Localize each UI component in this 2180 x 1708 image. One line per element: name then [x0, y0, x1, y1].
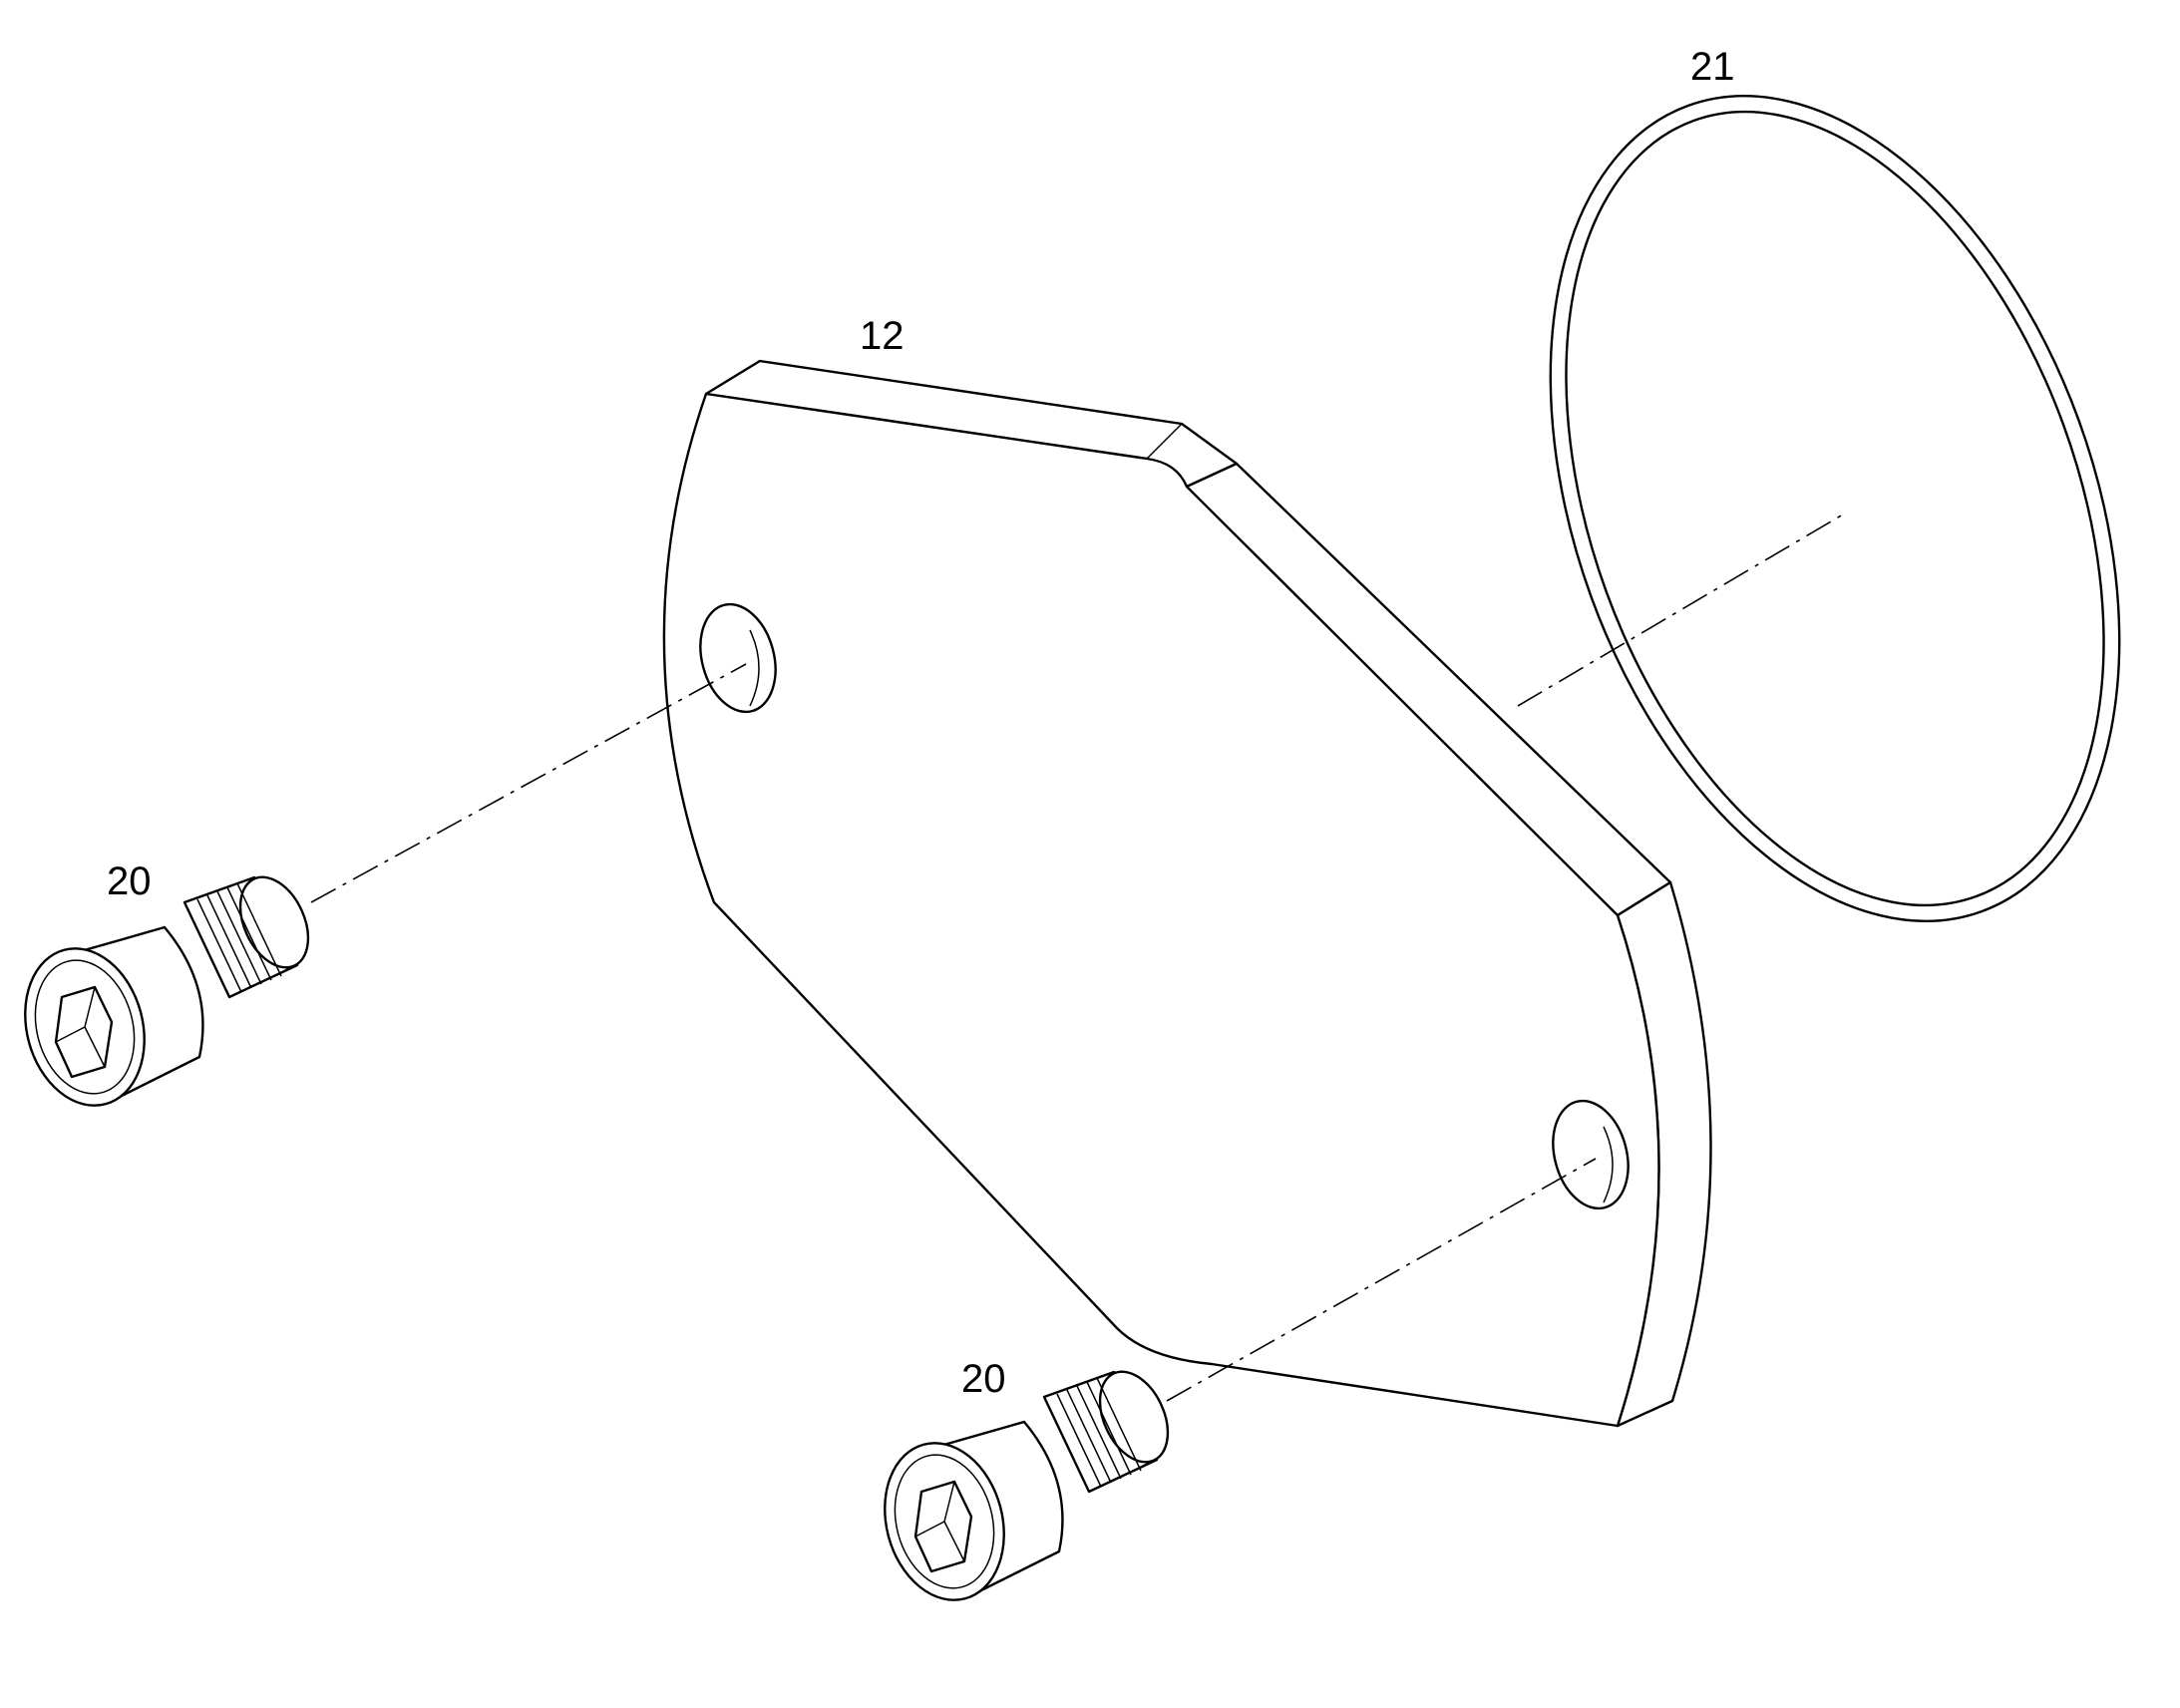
callout-plate: 12 — [860, 314, 905, 358]
callout-oring: 21 — [1690, 45, 1735, 89]
cap-screw-left — [24, 875, 310, 1107]
plate-hole-upper — [699, 602, 777, 714]
o-ring — [1549, 95, 2121, 922]
callout-screw-left: 20 — [107, 859, 152, 903]
ring-center-axis — [1517, 513, 1844, 707]
cap-screw-bottom — [884, 1370, 1170, 1601]
screw-bottom-axis — [1166, 1158, 1597, 1402]
screw-left-axis — [310, 663, 747, 903]
callout-screw-bottom: 20 — [961, 1357, 1006, 1401]
plate — [662, 359, 1712, 1428]
plate-hole-lower — [1552, 1099, 1630, 1210]
